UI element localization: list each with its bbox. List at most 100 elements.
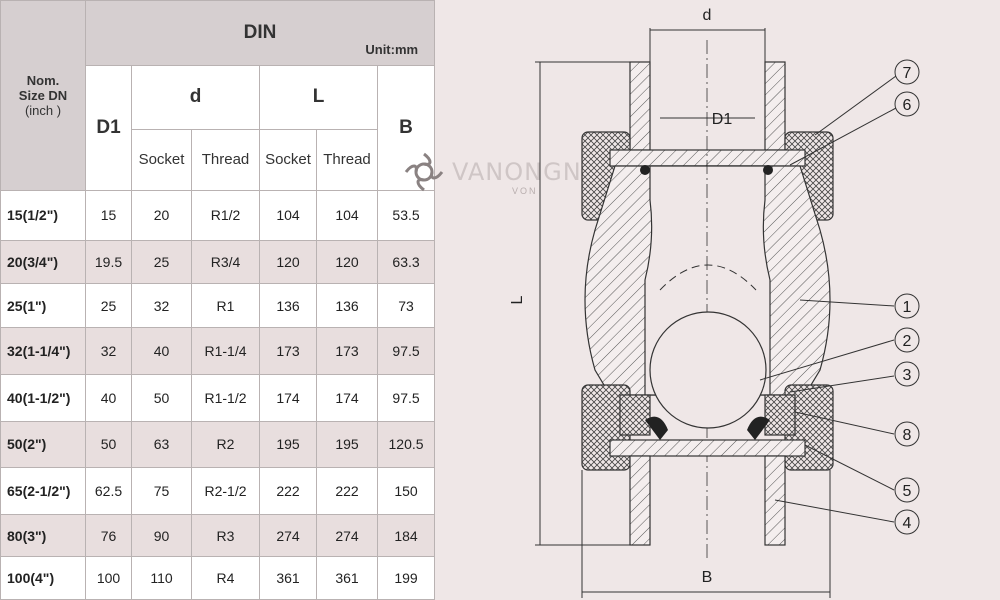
cell-d-thread: R2 xyxy=(191,420,260,469)
cell-d-socket: 40 xyxy=(131,327,192,375)
cell-size: 32(1-1/4") xyxy=(0,327,86,375)
cell-b: 73 xyxy=(376,282,436,329)
callout-circle xyxy=(894,421,920,447)
cell-d1: 62.5 xyxy=(85,467,132,515)
dimension-l xyxy=(535,61,632,546)
label-b: B xyxy=(702,569,713,586)
dimension-d xyxy=(649,28,766,62)
callout-number: 7 xyxy=(903,65,912,82)
dimension-b xyxy=(581,470,831,598)
cell-size: 25(1") xyxy=(0,282,86,329)
label-d1: D1 xyxy=(712,111,733,128)
din-title: DIN xyxy=(243,21,277,43)
cell-b: 97.5 xyxy=(376,327,436,375)
cell-d-socket: 63 xyxy=(131,420,192,469)
cell-l-thread: 136 xyxy=(316,282,378,329)
nom-size-header: Nom. Size DN (inch ) xyxy=(0,0,86,191)
d-header: d xyxy=(131,64,260,130)
top-connector xyxy=(629,61,786,151)
cell-d1: 25 xyxy=(85,282,132,329)
cell-b: 53.5 xyxy=(376,189,436,242)
callout-group: 7 6 1 2 3 8 5 4 xyxy=(894,59,920,535)
callout-leaders xyxy=(759,75,897,523)
cell-l-socket: 274 xyxy=(259,513,317,558)
cell-d-socket: 50 xyxy=(131,373,192,422)
cell-l-socket: 174 xyxy=(259,373,317,422)
unit-label: Unit:mm xyxy=(365,41,419,57)
l-thread-header: Thread xyxy=(316,128,378,191)
cell-d1: 50 xyxy=(85,420,132,469)
cell-d1: 76 xyxy=(85,513,132,558)
cell-l-socket: 136 xyxy=(259,282,317,329)
nom-line-3: (inch ) xyxy=(24,102,62,118)
nom-line-2: Size DN xyxy=(18,87,68,103)
spec-table: Nom. Size DN (inch ) DIN Unit:mm D1 d L … xyxy=(0,0,436,600)
d1-header: D1 xyxy=(85,64,132,191)
cell-l-thread: 174 xyxy=(316,373,378,422)
ball xyxy=(649,311,767,429)
cell-d-socket: 20 xyxy=(131,189,192,242)
cell-d1: 15 xyxy=(85,189,132,242)
l-socket-header: Socket xyxy=(259,128,317,191)
cell-b: 63.3 xyxy=(376,240,436,284)
cell-size: 50(2") xyxy=(0,420,86,469)
seat-left xyxy=(645,416,668,440)
cell-d-thread: R1 xyxy=(191,282,260,329)
cell-d1: 19.5 xyxy=(85,240,132,284)
callout-circle xyxy=(894,509,920,535)
cell-d1: 32 xyxy=(85,327,132,375)
cell-b: 199 xyxy=(376,556,436,600)
cell-size: 65(2-1/2") xyxy=(0,467,86,515)
callout-circle xyxy=(894,91,920,117)
cell-l-socket: 120 xyxy=(259,240,317,284)
callout-number: 3 xyxy=(903,367,912,384)
d-thread-header: Thread xyxy=(191,128,260,191)
callout-number: 6 xyxy=(903,97,912,114)
cell-size: 40(1-1/2") xyxy=(0,373,86,422)
l-header: L xyxy=(259,64,378,130)
cell-d-socket: 25 xyxy=(131,240,192,284)
cell-d-socket: 90 xyxy=(131,513,192,558)
callout-number: 5 xyxy=(903,483,912,500)
cell-d-thread: R3 xyxy=(191,513,260,558)
cell-d-thread: R2-1/2 xyxy=(191,467,260,515)
o-ring-top-left xyxy=(640,165,650,175)
cell-size: 100(4") xyxy=(0,556,86,600)
cell-d-thread: R3/4 xyxy=(191,240,260,284)
cell-l-socket: 361 xyxy=(259,556,317,600)
o-ring-top-right xyxy=(763,165,773,175)
callout-number: 4 xyxy=(903,515,912,532)
callout-circle xyxy=(894,361,920,387)
cell-b: 120.5 xyxy=(376,420,436,469)
d-socket-header: Socket xyxy=(131,128,192,191)
cell-d-socket: 110 xyxy=(131,556,192,600)
cell-size: 20(3/4") xyxy=(0,240,86,284)
nom-line-1: Nom. xyxy=(26,72,60,88)
callout-circle xyxy=(894,327,920,353)
cell-l-thread: 120 xyxy=(316,240,378,284)
callout-number: 8 xyxy=(903,427,912,444)
valve-drawing: d L B D1 xyxy=(509,7,920,598)
cell-l-socket: 104 xyxy=(259,189,317,242)
cell-b: 97.5 xyxy=(376,373,436,422)
callout-number: 2 xyxy=(903,333,912,350)
cell-d-thread: R4 xyxy=(191,556,260,600)
cell-l-thread: 104 xyxy=(316,189,378,242)
cell-l-socket: 173 xyxy=(259,327,317,375)
seat-right xyxy=(747,416,770,440)
cell-l-thread: 173 xyxy=(316,327,378,375)
callout-number: 1 xyxy=(903,299,912,316)
cell-l-thread: 222 xyxy=(316,467,378,515)
cell-d-socket: 32 xyxy=(131,282,192,329)
cell-size: 15(1/2") xyxy=(0,189,86,242)
callout-circle xyxy=(894,59,920,85)
